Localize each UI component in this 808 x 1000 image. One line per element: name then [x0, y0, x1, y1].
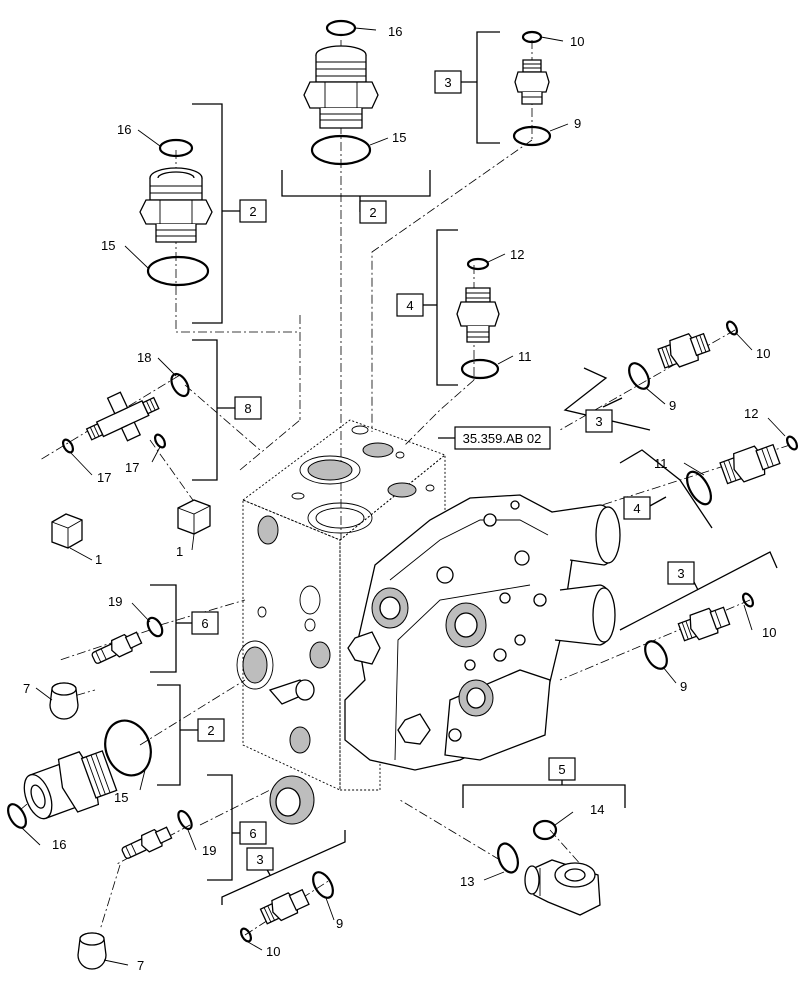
label-box-5: 5: [558, 762, 565, 777]
group-brackets: [150, 31, 778, 905]
label-16-left-lower: 16: [52, 837, 66, 852]
callout-labels: 2 2 3 4 8 3 4 3 6 2 6 3 5 35.359.AB 02 1…: [23, 24, 776, 973]
label-7-lower: 7: [137, 958, 144, 973]
label-11-right: 11: [654, 456, 668, 471]
label-18: 18: [137, 350, 151, 365]
label-1-right: 1: [176, 544, 183, 559]
hex-nuts: [51, 499, 211, 549]
label-9-top: 9: [574, 116, 581, 131]
callout-box-3-top-right: [434, 70, 462, 94]
label-19-upper: 19: [108, 594, 122, 609]
top-center-fitting: [303, 19, 379, 166]
right-middle-fitting: [685, 435, 799, 506]
label-12-middle: 12: [510, 247, 524, 262]
label-13: 13: [460, 874, 474, 889]
label-box-4-a: 4: [406, 298, 413, 313]
label-15-left: 15: [101, 238, 115, 253]
callout-box-3-right-lower: [667, 561, 695, 585]
top-left-fitting: [139, 138, 213, 287]
label-9-right-upper: 9: [669, 398, 676, 413]
label-box-8: 8: [244, 401, 251, 416]
left-upper-coupler: [91, 616, 164, 664]
label-10-right-upper: 10: [756, 346, 770, 361]
label-box-2-a: 2: [249, 204, 256, 219]
callout-box-6-lower: [239, 821, 267, 845]
label-box-6-a: 6: [201, 616, 208, 631]
label-16-top: 16: [388, 24, 402, 39]
callout-box-4-middle: [396, 293, 424, 317]
bottom-fitting: [239, 871, 334, 943]
right-upper-fitting: [628, 320, 739, 390]
top-right-fitting: [512, 30, 552, 147]
callout-box-8: [234, 396, 262, 420]
callout-box-4-right: [623, 496, 651, 520]
reference-label: 35.359.AB 02: [463, 431, 542, 446]
reference-box: [454, 426, 551, 450]
label-11-middle: 11: [518, 349, 532, 364]
label-box-3-d: 3: [256, 852, 263, 867]
label-17-right: 17: [125, 460, 139, 475]
label-9-bottom: 9: [336, 916, 343, 931]
tee-fitting: [61, 372, 190, 454]
middle-fitting: [456, 257, 500, 380]
label-box-2-b: 2: [369, 205, 376, 220]
left-large-fitting: [7, 719, 152, 829]
elbow-fitting: [497, 819, 601, 916]
label-10-top: 10: [570, 34, 584, 49]
label-1-left: 1: [95, 552, 102, 567]
label-7-upper: 7: [23, 681, 30, 696]
label-16-left: 16: [117, 122, 131, 137]
label-box-3-c: 3: [677, 566, 684, 581]
leader-lines: [21, 27, 786, 966]
callout-box-2-top-left: [239, 199, 267, 223]
label-box-6-b: 6: [249, 826, 256, 841]
control-housing: [344, 494, 621, 771]
label-box-4-b: 4: [633, 501, 640, 516]
callout-box-6-upper: [191, 611, 219, 635]
label-15-left-lower: 15: [114, 790, 128, 805]
label-12-right: 12: [744, 406, 758, 421]
label-14: 14: [590, 802, 604, 817]
callout-box-2-left: [197, 718, 225, 742]
label-17-left: 17: [97, 470, 111, 485]
label-10-right-lower: 10: [762, 625, 776, 640]
dust-caps: [49, 682, 107, 970]
callout-box-3-right-upper: [585, 409, 613, 433]
label-box-2-c: 2: [207, 723, 214, 738]
valve-body: [236, 419, 446, 825]
callout-box-5: [548, 757, 576, 781]
label-box-3-b: 3: [595, 414, 602, 429]
left-lower-coupler: [121, 809, 193, 859]
callout-boxes: [191, 70, 695, 871]
label-box-3-a: 3: [444, 75, 451, 90]
right-lower-fitting: [644, 592, 755, 670]
label-19-lower: 19: [202, 843, 216, 858]
label-9-right-lower: 9: [680, 679, 687, 694]
callout-box-3-bottom: [246, 847, 274, 871]
label-10-bottom: 10: [266, 944, 280, 959]
callout-box-2-top-center: [359, 200, 387, 224]
label-15-top: 15: [392, 130, 406, 145]
